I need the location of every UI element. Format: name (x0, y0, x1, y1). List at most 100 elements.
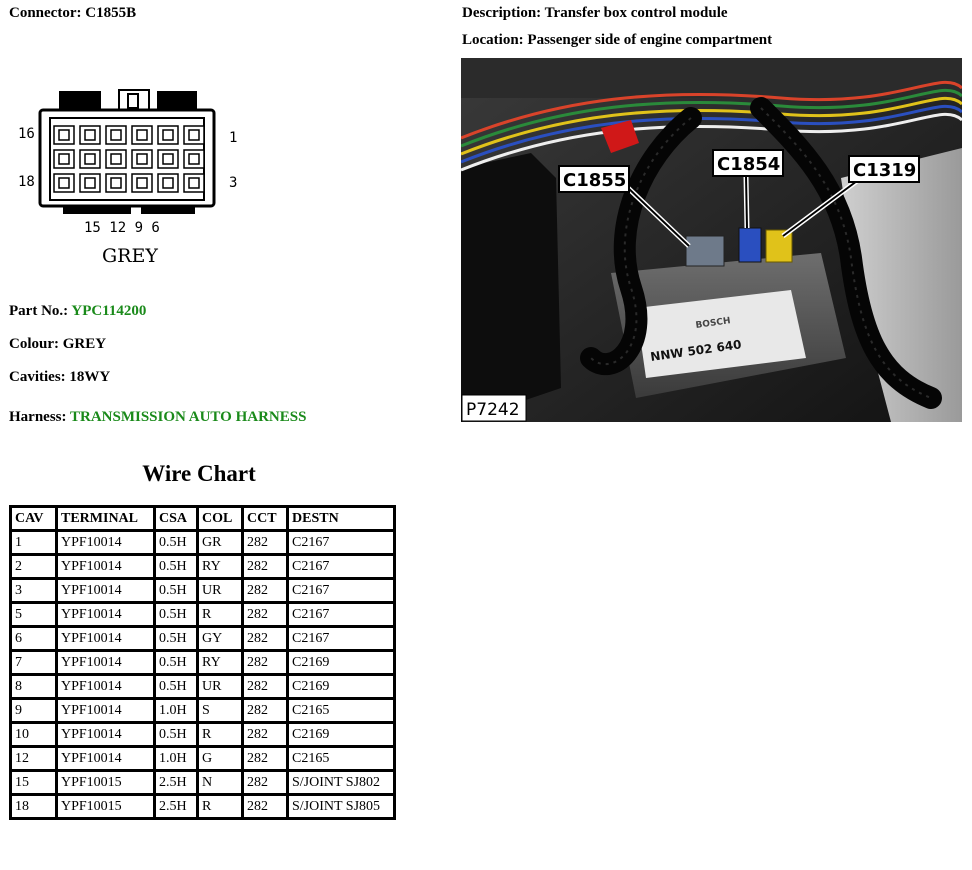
cell-terminal: YPF10014 (55, 649, 156, 676)
cell-col: GR (196, 529, 244, 556)
cell-cct: 282 (241, 673, 289, 700)
cell-cct: 282 (241, 769, 289, 796)
cell-terminal: YPF10014 (55, 553, 156, 580)
description-value: Transfer box control module (544, 5, 728, 21)
cell-terminal: YPF10014 (55, 673, 156, 700)
colour-value: GREY (62, 336, 107, 352)
cell-destn: C2167 (286, 553, 396, 580)
cell-terminal: YPF10015 (55, 793, 156, 820)
cell-terminal: YPF10014 (55, 625, 156, 652)
cell-cav: 18 (9, 793, 58, 820)
cavities-label: Cavities: (9, 369, 66, 385)
colour-line: Colour: GREY (9, 336, 106, 353)
location-label: Location: (462, 32, 524, 48)
cell-cav: 6 (9, 625, 58, 652)
photo-ref: P7242 (466, 400, 520, 420)
cell-cct: 282 (241, 649, 289, 676)
cell-csa: 0.5H (153, 673, 199, 700)
connector-line: Connector: C1855B (9, 5, 136, 22)
cell-cav: 9 (9, 697, 58, 724)
module-location-photo: NNW 502 640 BOSCH (461, 58, 962, 422)
col-header-cct: CCT (241, 505, 289, 532)
cell-csa: 1.0H (153, 697, 199, 724)
cell-cct: 282 (241, 529, 289, 556)
pin-label-bottom: 15 12 9 6 (84, 220, 160, 236)
cell-csa: 0.5H (153, 721, 199, 748)
cell-cav: 5 (9, 601, 58, 628)
pin-label-18: 18 (18, 174, 35, 190)
cell-col: UR (196, 673, 244, 700)
cell-cav: 10 (9, 721, 58, 748)
color-caption: GREY (102, 245, 158, 267)
part-label: Part No.: (9, 303, 69, 319)
cell-cav: 7 (9, 649, 58, 676)
cell-csa: 2.5H (153, 769, 199, 796)
cell-csa: 0.5H (153, 625, 199, 652)
part-number-line: Part No.: YPC114200 (9, 303, 146, 320)
cell-terminal: YPF10014 (55, 697, 156, 724)
cell-cct: 282 (241, 745, 289, 772)
connector-diagram: 16 18 1 3 15 12 9 6 GREY (18, 89, 237, 267)
part-number-link[interactable]: YPC114200 (71, 303, 147, 319)
cell-destn: C2165 (286, 745, 396, 772)
cell-destn: C2169 (286, 673, 396, 700)
cell-col: UR (196, 577, 244, 604)
cell-terminal: YPF10014 (55, 745, 156, 772)
cell-destn: C2167 (286, 625, 396, 652)
cell-destn: S/JOINT SJ805 (286, 793, 396, 820)
cell-cav: 3 (9, 577, 58, 604)
connector-label: Connector: (9, 5, 82, 21)
location-line: Location: Passenger side of engine compa… (462, 32, 772, 49)
cell-destn: S/JOINT SJ802 (286, 769, 396, 796)
description-label: Description: (462, 5, 542, 21)
cell-cct: 282 (241, 721, 289, 748)
cell-destn: C2169 (286, 649, 396, 676)
cell-col: G (196, 745, 244, 772)
cell-col: RY (196, 649, 244, 676)
col-header-col: COL (196, 505, 244, 532)
cell-cct: 282 (241, 577, 289, 604)
cell-cav: 1 (9, 529, 58, 556)
pin-label-16: 16 (18, 126, 35, 142)
cell-terminal: YPF10014 (55, 529, 156, 556)
col-header-cav: CAV (9, 505, 58, 532)
wire-chart-header-row: CAV TERMINAL CSA COL CCT DESTN (9, 505, 396, 532)
harness-link[interactable]: TRANSMISSION AUTO HARNESS (69, 409, 307, 425)
location-value: Passenger side of engine compartment (527, 32, 773, 48)
cell-destn: C2167 (286, 601, 396, 628)
colour-label: Colour: (9, 336, 59, 352)
pin-label-1: 1 (229, 130, 237, 146)
cell-csa: 0.5H (153, 601, 199, 628)
pin-label-3: 3 (229, 175, 237, 191)
cell-col: GY (196, 625, 244, 652)
callout-c1854: C1854 (717, 154, 780, 175)
cell-csa: 2.5H (153, 793, 199, 820)
col-header-terminal: TERMINAL (55, 505, 156, 532)
cell-terminal: YPF10014 (55, 577, 156, 604)
cell-destn: C2169 (286, 721, 396, 748)
callout-c1319: C1319 (853, 160, 916, 181)
cell-col: N (196, 769, 244, 796)
cell-col: RY (196, 553, 244, 580)
cell-terminal: YPF10014 (55, 601, 156, 628)
col-header-csa: CSA (153, 505, 199, 532)
cell-cct: 282 (241, 793, 289, 820)
cell-destn: C2165 (286, 697, 396, 724)
cell-csa: 0.5H (153, 577, 199, 604)
cell-terminal: YPF10014 (55, 721, 156, 748)
cell-cct: 282 (241, 601, 289, 628)
cavities-value: 18WY (69, 369, 111, 385)
cell-cct: 282 (241, 553, 289, 580)
harness-label: Harness: (9, 409, 67, 425)
cell-csa: 1.0H (153, 745, 199, 772)
